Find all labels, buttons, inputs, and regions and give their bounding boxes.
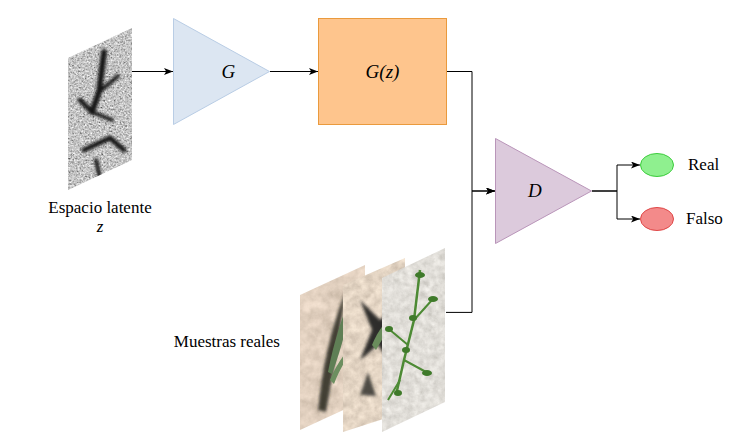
generator-triangle: G [173,18,270,125]
node-label: Espacio latente [48,198,151,218]
node-label: Falso [686,209,723,229]
real-sample-image [382,248,445,432]
real-samples-image: Muestras reales [300,248,446,432]
connector [592,191,640,219]
generated-sample-box: G(z) [318,18,447,125]
latent-space-image: Espacio latentez [68,28,132,190]
fake-output-ellipse: Falso [640,207,674,231]
latent-noise-image [68,28,132,190]
node-label: Muestras reales [174,332,280,352]
fake-output-ellipse-outline [640,207,674,231]
connector [592,165,640,191]
connector [446,191,495,312]
connector [132,71,173,72]
ellipse-shape [641,208,674,231]
node-label: G [221,62,235,82]
real-output-ellipse-outline [640,153,674,177]
triangle-shape [174,19,270,125]
node-label: G(z) [366,62,400,82]
node-label: Real [688,155,719,175]
connector [270,71,318,72]
discriminator-triangle-outline [495,138,592,244]
real-output-ellipse: Real [640,153,674,177]
triangle-shape [496,139,592,244]
discriminator-triangle: D [495,138,592,244]
ellipse-shape [641,154,674,177]
node-label: z [97,217,104,237]
connector [447,72,495,192]
rect-shape [319,19,447,125]
node-label: D [528,181,542,201]
